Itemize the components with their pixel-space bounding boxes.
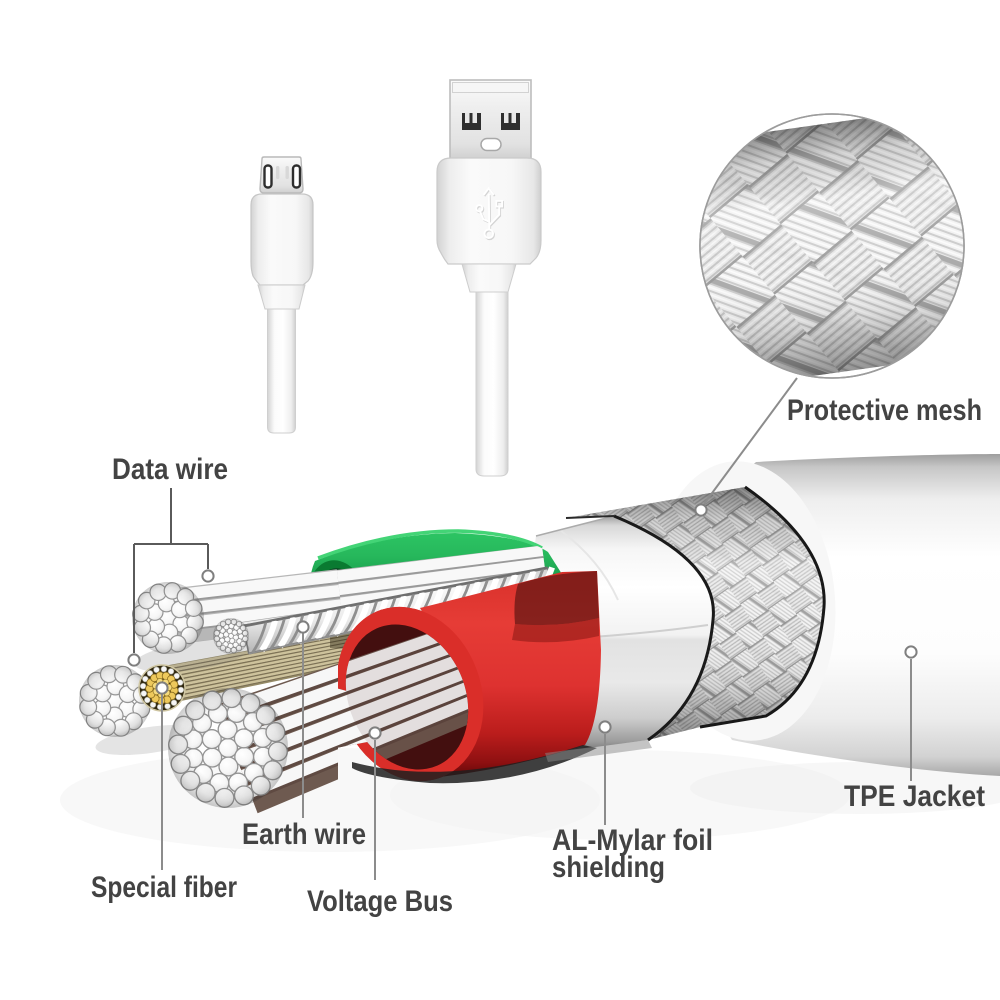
svg-text:shielding: shielding <box>552 851 665 884</box>
svg-text:TPE Jacket: TPE Jacket <box>844 780 985 813</box>
svg-text:Earth wire: Earth wire <box>242 818 366 851</box>
svg-text:Protective mesh: Protective mesh <box>787 394 982 427</box>
svg-text:Special fiber: Special fiber <box>91 871 237 904</box>
svg-text:AL-Mylar foil: AL-Mylar foil <box>552 824 713 857</box>
svg-text:Voltage Bus: Voltage Bus <box>307 885 453 918</box>
svg-text:Data wire: Data wire <box>112 453 228 486</box>
